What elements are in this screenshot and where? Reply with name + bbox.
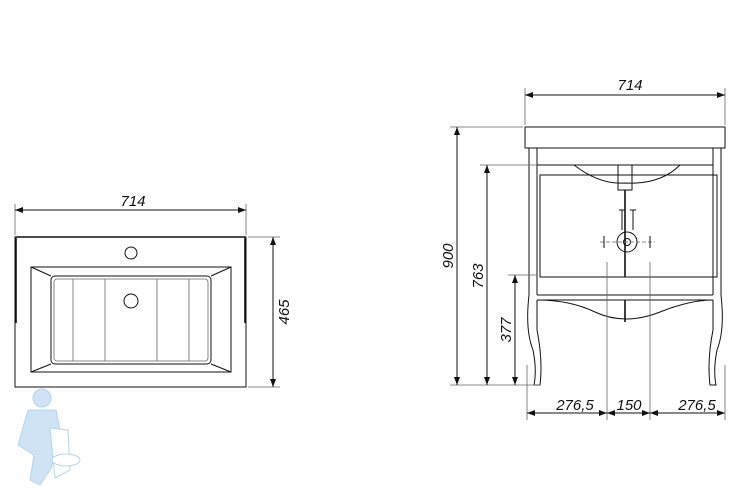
plumber-mascot-logo xyxy=(17,388,81,486)
top-width-dimension: 714 xyxy=(120,193,145,210)
shelf-height-dimension: 377 xyxy=(498,317,515,343)
front-width-dimension: 714 xyxy=(617,77,642,94)
vanity-front-view: 714 900 763 377 276,5 150 276,5 xyxy=(440,77,726,420)
sink-top-view: 714 465 xyxy=(14,193,293,388)
right-offset-dimension: 276,5 xyxy=(677,397,716,414)
center-offset-dimension: 150 xyxy=(616,397,642,414)
left-offset-dimension: 276,5 xyxy=(555,397,594,414)
top-depth-dimension: 465 xyxy=(276,299,293,325)
total-height-dimension: 900 xyxy=(440,243,457,269)
drawer-height-dimension: 763 xyxy=(470,263,487,289)
